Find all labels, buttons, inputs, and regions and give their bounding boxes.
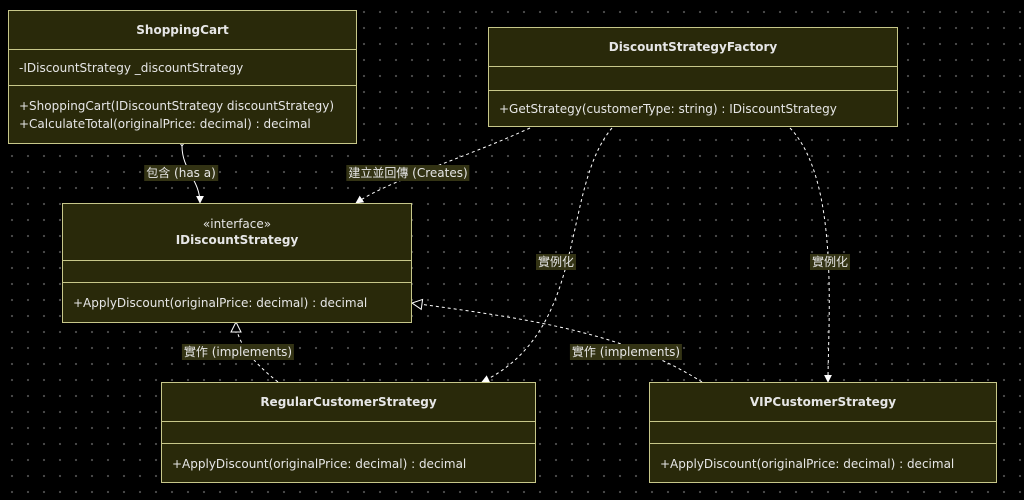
interface-idiscount-strategy[interactable]: «interface» IDiscountStrategy +ApplyDisc… [62, 203, 412, 323]
attribute-line: -IDiscountStrategy _discountStrategy [19, 60, 244, 75]
attributes-section [650, 422, 996, 444]
attributes-section: -IDiscountStrategy _discountStrategy [9, 50, 356, 86]
class-shopping-cart[interactable]: ShoppingCart -IDiscountStrategy _discoun… [8, 10, 357, 144]
attributes-section [162, 422, 535, 444]
class-discount-strategy-factory[interactable]: DiscountStrategyFactory +GetStrategy(cus… [488, 27, 898, 127]
methods-section: +ApplyDiscount(originalPrice: decimal) :… [63, 283, 411, 323]
edge-implements-vip [412, 303, 703, 383]
method-line: +ApplyDiscount(originalPrice: decimal) :… [660, 457, 955, 471]
label-instantiate-regular: 實例化 [535, 254, 577, 270]
label-implements-regular: 實作 (implements) [181, 344, 295, 360]
class-vip-customer-strategy[interactable]: VIPCustomerStrategy +ApplyDiscount(origi… [649, 382, 997, 483]
class-regular-customer-strategy[interactable]: RegularCustomerStrategy +ApplyDiscount(o… [161, 382, 536, 483]
method-line: +ApplyDiscount(originalPrice: decimal) :… [73, 296, 368, 310]
label-has-a: 包含 (has a) [144, 165, 218, 181]
class-name: ShoppingCart [9, 11, 356, 50]
methods-section: +ApplyDiscount(originalPrice: decimal) :… [650, 444, 996, 484]
method-line: +GetStrategy(customerType: string) : IDi… [499, 102, 837, 116]
methods-section: +GetStrategy(customerType: string) : IDi… [489, 91, 897, 127]
attributes-section [63, 261, 411, 283]
label-instantiate-vip: 實例化 [809, 254, 851, 270]
method-line: +ShoppingCart(IDiscountStrategy discount… [19, 99, 335, 113]
attributes-section [489, 67, 897, 91]
label-implements-vip: 實作 (implements) [569, 344, 683, 360]
class-name: DiscountStrategyFactory [489, 28, 897, 67]
interface-header: «interface» IDiscountStrategy [63, 204, 411, 261]
methods-section: +ShoppingCart(IDiscountStrategy discount… [9, 86, 356, 144]
stereotype-label: «interface» [202, 217, 272, 231]
label-creates: 建立並回傳 (Creates) [346, 165, 470, 181]
class-name: IDiscountStrategy [175, 233, 299, 247]
class-name: VIPCustomerStrategy [650, 383, 996, 422]
method-line: +CalculateTotal(originalPrice: decimal) … [19, 117, 311, 131]
method-line: +ApplyDiscount(originalPrice: decimal) :… [172, 457, 467, 471]
class-name: RegularCustomerStrategy [162, 383, 535, 422]
edge-instantiate-vip [789, 127, 833, 383]
methods-section: +ApplyDiscount(originalPrice: decimal) :… [162, 444, 535, 484]
